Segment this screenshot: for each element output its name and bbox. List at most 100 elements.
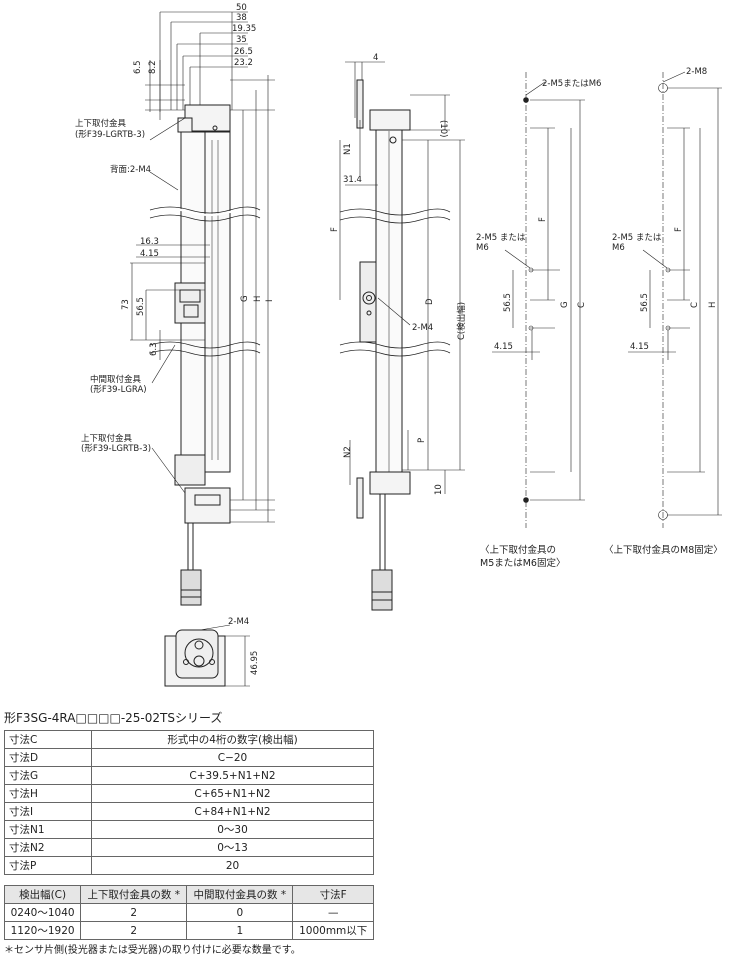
dim-h: H bbox=[253, 296, 263, 302]
bottom-view bbox=[164, 624, 250, 687]
footnote: ＊センサ片側(投光器または受光器)の取り付けに必要な数量です。 bbox=[4, 945, 301, 956]
mount-table-cell: 2 bbox=[80, 921, 188, 940]
dimension-value: 20 bbox=[91, 856, 374, 875]
dim-4-15: 4.15 bbox=[140, 249, 159, 259]
side-view-c: C(検出幅) bbox=[456, 302, 467, 340]
side-view-dim-10-bottom: 10 bbox=[434, 484, 444, 495]
dimension-drawing: 50 38 19.35 35 26.5 23.2 6.5 8.2 上下取付金具 … bbox=[75, 3, 723, 687]
m8-mount-view bbox=[628, 71, 722, 528]
m5-view-caption-1: 〈上下取付金具の bbox=[480, 544, 556, 556]
dim-6-3: 6.3 bbox=[149, 342, 159, 356]
m8-view-side-label-2: M6 bbox=[612, 243, 625, 253]
dimension-value: C+65+N1+N2 bbox=[91, 784, 374, 803]
dimension-key: 寸法I bbox=[4, 802, 92, 821]
side-view-f: F bbox=[330, 227, 340, 232]
mount-table-cell: 1 bbox=[186, 921, 294, 940]
side-view-dim-4: 4 bbox=[373, 53, 378, 63]
dim-26-5: 26.5 bbox=[234, 47, 253, 57]
callout-bottom-bracket-model: (形F39-LGRTB-3) bbox=[81, 444, 151, 454]
dimension-key: 寸法D bbox=[4, 748, 92, 767]
dim-35: 35 bbox=[236, 35, 247, 45]
side-view-dim-10-top: (10) bbox=[438, 120, 448, 137]
dimension-value: C+84+N1+N2 bbox=[91, 802, 374, 821]
callout-mid-bracket-model: (形F39-LGRA) bbox=[90, 385, 147, 395]
m8-view-top-label: 2-M8 bbox=[686, 67, 707, 77]
dim-16-3: 16.3 bbox=[140, 237, 159, 247]
m5-view-top-label: 2-M5またはM6 bbox=[542, 79, 601, 89]
m8-view-f: F bbox=[674, 227, 684, 232]
m8-view-side-label-1: 2-M5 または bbox=[612, 233, 662, 243]
mount-table-header: 寸法F bbox=[292, 885, 374, 904]
m8-view-4-15: 4.15 bbox=[630, 342, 649, 352]
side-view-d: D bbox=[425, 298, 435, 305]
bottom-view-hole-label: 2-M4 bbox=[228, 617, 249, 627]
callout-back-screw: 背面:2-M4 bbox=[110, 164, 151, 175]
mount-table-header: 検出幅(C) bbox=[3, 885, 82, 904]
dim-73: 73 bbox=[121, 299, 131, 310]
mount-table-header: 中間取付金具の数 * bbox=[186, 885, 294, 904]
mount-table-cell: 1120〜1920 bbox=[3, 921, 82, 940]
mount-table-cell: 1000mm以下 bbox=[292, 921, 374, 940]
series-title: 形F3SG-4RA□□□□-25-02TSシリーズ bbox=[4, 711, 223, 725]
dim-g: G bbox=[240, 295, 250, 302]
mount-table-cell: 0 bbox=[186, 903, 294, 922]
m5-view-side-label-2: M6 bbox=[476, 243, 489, 253]
dim-19-35: 19.35 bbox=[232, 24, 256, 34]
side-view-dim-31-4: 31.4 bbox=[343, 175, 362, 185]
dimension-key: 寸法G bbox=[4, 766, 92, 785]
dimension-value: 0〜13 bbox=[91, 838, 374, 857]
dimension-key: 寸法N1 bbox=[4, 820, 92, 839]
m5-mount-view bbox=[492, 72, 585, 528]
dim-8-2: 8.2 bbox=[148, 60, 158, 74]
m8-view-c: C bbox=[690, 302, 700, 308]
m5-view-4-15: 4.15 bbox=[494, 342, 513, 352]
side-view-p: P bbox=[417, 438, 427, 443]
dim-23-2: 23.2 bbox=[234, 58, 253, 68]
m8-view-h: H bbox=[708, 302, 718, 308]
m8-view-caption: 〈上下取付金具のM8固定〉 bbox=[604, 544, 723, 556]
m5-view-c: C bbox=[577, 302, 587, 308]
callout-top-bracket: 上下取付金具 bbox=[75, 118, 127, 129]
side-view bbox=[339, 61, 465, 611]
callout-mid-bracket: 中間取付金具 bbox=[90, 374, 142, 385]
dimension-value: C+39.5+N1+N2 bbox=[91, 766, 374, 785]
callout-bottom-bracket: 上下取付金具 bbox=[81, 433, 133, 444]
dimension-value: 形式中の4桁の数字(検出幅) bbox=[91, 730, 374, 749]
dimension-value: 0〜30 bbox=[91, 820, 374, 839]
dim-50: 50 bbox=[236, 3, 247, 13]
dim-38: 38 bbox=[236, 13, 247, 23]
mount-table-header: 上下取付金具の数 * bbox=[80, 885, 188, 904]
m8-view-56-5: 56.5 bbox=[640, 293, 650, 312]
mount-table-cell: 2 bbox=[80, 903, 188, 922]
dimension-key: 寸法C bbox=[4, 730, 92, 749]
bottom-view-height-dim: 46.95 bbox=[250, 651, 260, 675]
dimension-key: 寸法N2 bbox=[4, 838, 92, 857]
callout-top-bracket-model: (形F39-LGRTB-3) bbox=[75, 130, 145, 140]
front-view-labels: 50 38 19.35 35 26.5 23.2 6.5 8.2 上下取付金具 … bbox=[75, 3, 275, 454]
dim-56-5: 56.5 bbox=[136, 297, 146, 316]
side-view-hole-label: 2-M4 bbox=[412, 323, 433, 333]
dimension-key: 寸法H bbox=[4, 784, 92, 803]
mount-table-cell: — bbox=[292, 903, 374, 922]
dimension-value: C−20 bbox=[91, 748, 374, 767]
mount-table-cell: 0240〜1040 bbox=[3, 903, 82, 922]
m5-view-56-5: 56.5 bbox=[503, 293, 513, 312]
m5-view-f: F bbox=[538, 217, 548, 222]
front-view bbox=[130, 11, 275, 606]
dim-6-5: 6.5 bbox=[133, 60, 143, 74]
m5-view-g: G bbox=[560, 301, 570, 308]
dimension-key: 寸法P bbox=[4, 856, 92, 875]
m5-view-side-label-1: 2-M5 または bbox=[476, 233, 526, 243]
